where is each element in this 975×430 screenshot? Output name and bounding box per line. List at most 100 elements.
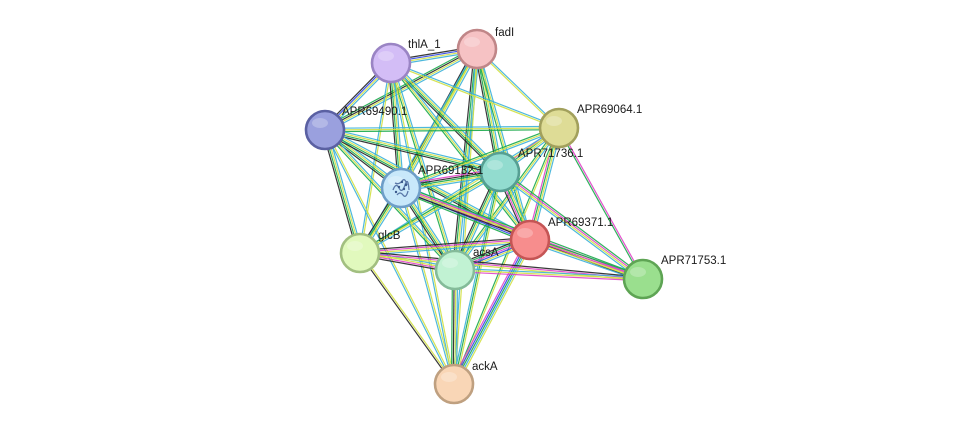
edge-evidence-line bbox=[454, 269, 644, 280]
node-label-apr69371-1: APR69371.1 bbox=[548, 217, 613, 229]
edge-thla-1-apr69371-1[interactable] bbox=[389, 61, 532, 242]
edge-evidence-line bbox=[360, 240, 531, 255]
node-thla-1[interactable] bbox=[370, 42, 412, 84]
node-label-acsa: acsA bbox=[473, 247, 499, 259]
edge-evidence-line bbox=[391, 61, 532, 240]
node-apr71736-1[interactable] bbox=[479, 151, 521, 193]
edge-evidence-line bbox=[359, 238, 530, 253]
edge-thla-1-apr69064-1[interactable] bbox=[390, 61, 560, 130]
node-circle[interactable] bbox=[380, 167, 422, 209]
node-circle[interactable] bbox=[370, 42, 412, 84]
edge-apr71736-1-apr71753-1[interactable] bbox=[498, 169, 645, 282]
node-acsa[interactable] bbox=[434, 249, 476, 291]
node-circle[interactable] bbox=[433, 363, 475, 405]
edge-evidence-line bbox=[452, 127, 559, 384]
protein-structure-icon bbox=[392, 179, 410, 197]
edge-evidence-line bbox=[326, 129, 364, 253]
node-circle[interactable] bbox=[339, 232, 381, 274]
edge-evidence-line bbox=[400, 127, 560, 189]
node-highlight bbox=[441, 372, 457, 382]
edge-evidence-line bbox=[451, 171, 499, 384]
node-circle[interactable] bbox=[456, 28, 498, 70]
edge-evidence-line bbox=[401, 129, 560, 191]
edge-evidence-line bbox=[453, 171, 501, 385]
node-highlight bbox=[442, 258, 458, 268]
edge-apr69064-1-apr71753-1[interactable] bbox=[557, 127, 645, 280]
edge-evidence-line bbox=[360, 250, 644, 278]
edge-evidence-line bbox=[392, 60, 503, 171]
edge-glcb-acka[interactable] bbox=[358, 252, 456, 385]
node-circle[interactable] bbox=[479, 151, 521, 193]
edge-evidence-line bbox=[451, 238, 530, 384]
node-acka[interactable] bbox=[433, 363, 475, 405]
edge-acsa-apr71753-1[interactable] bbox=[454, 267, 644, 282]
edge-evidence-line bbox=[390, 62, 456, 271]
edge-evidence-line bbox=[325, 129, 560, 133]
edge-evidence-line bbox=[455, 267, 644, 278]
edge-evidence-line bbox=[399, 190, 529, 244]
edge-evidence-line bbox=[324, 131, 500, 176]
edge-evidence-line bbox=[399, 188, 454, 385]
edge-evidence-line bbox=[402, 49, 480, 190]
node-glcb[interactable] bbox=[339, 232, 381, 274]
node-label-apr69490-1: APR69490.1 bbox=[342, 106, 407, 118]
edge-evidence-line bbox=[473, 49, 499, 173]
edge-evidence-line bbox=[454, 240, 533, 386]
edges-layer bbox=[321, 45, 645, 386]
edge-evidence-line bbox=[324, 125, 559, 129]
edge-evidence-line bbox=[360, 172, 502, 255]
edge-apr69490-1-apr69064-1[interactable] bbox=[324, 125, 560, 133]
edge-evidence-line bbox=[358, 253, 454, 385]
node-highlight bbox=[546, 116, 562, 126]
node-highlight bbox=[517, 228, 533, 238]
edge-apr71736-1-acka[interactable] bbox=[451, 171, 503, 385]
edge-apr69064-1-apr69132-1[interactable] bbox=[400, 125, 560, 191]
node-apr69371-1[interactable] bbox=[509, 219, 551, 261]
nodes-layer bbox=[304, 28, 664, 405]
edge-apr69132-1-acka[interactable] bbox=[399, 187, 456, 385]
node-circle[interactable] bbox=[304, 109, 346, 151]
edge-evidence-line bbox=[388, 63, 454, 271]
edge-evidence-line bbox=[392, 62, 458, 270]
node-label-apr71736-1: APR71736.1 bbox=[518, 148, 583, 160]
node-highlight bbox=[464, 37, 480, 47]
edge-evidence-line bbox=[325, 128, 501, 172]
edge-evidence-line bbox=[324, 127, 560, 131]
edge-apr71736-1-glcb[interactable] bbox=[358, 170, 502, 255]
node-circle[interactable] bbox=[509, 219, 551, 261]
edge-evidence-line bbox=[325, 129, 456, 384]
node-label-apr69064-1: APR69064.1 bbox=[577, 104, 642, 116]
edge-evidence-line bbox=[401, 187, 456, 384]
node-circle[interactable] bbox=[434, 249, 476, 291]
node-fadi[interactable] bbox=[456, 28, 498, 70]
edge-evidence-line bbox=[358, 170, 500, 253]
edge-evidence-line bbox=[323, 130, 360, 254]
node-apr71753-1[interactable] bbox=[622, 258, 664, 300]
edge-evidence-line bbox=[360, 252, 456, 384]
edge-evidence-line bbox=[391, 61, 502, 172]
node-apr69064-1[interactable] bbox=[538, 107, 580, 149]
edge-evidence-line bbox=[389, 63, 401, 189]
edge-evidence-line bbox=[324, 130, 500, 174]
node-circle[interactable] bbox=[538, 107, 580, 149]
edge-evidence-line bbox=[454, 127, 560, 271]
node-apr69132-1[interactable] bbox=[380, 167, 422, 209]
node-highlight bbox=[312, 118, 328, 128]
edge-evidence-line bbox=[325, 129, 362, 253]
edge-evidence-line bbox=[453, 239, 531, 385]
node-apr69490-1[interactable] bbox=[304, 109, 346, 151]
edge-evidence-line bbox=[389, 63, 530, 242]
edge-evidence-line bbox=[359, 236, 530, 252]
edge-evidence-line bbox=[499, 172, 643, 281]
node-label-glcb: glcB bbox=[378, 230, 401, 242]
edge-thla-1-acsa[interactable] bbox=[388, 62, 458, 271]
edge-evidence-line bbox=[390, 62, 531, 241]
edge-apr69490-1-glcb[interactable] bbox=[321, 129, 364, 254]
edge-evidence-line bbox=[478, 48, 533, 240]
edge-evidence-line bbox=[451, 48, 476, 270]
edge-evidence-line bbox=[455, 172, 503, 385]
node-circle[interactable] bbox=[622, 258, 664, 300]
edge-evidence-line bbox=[557, 128, 643, 280]
